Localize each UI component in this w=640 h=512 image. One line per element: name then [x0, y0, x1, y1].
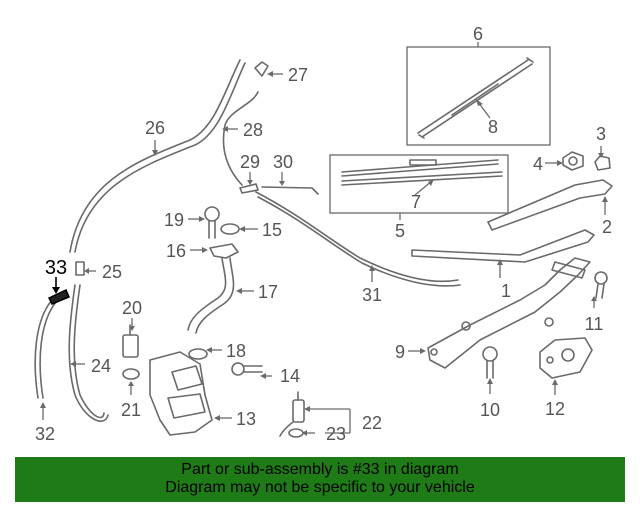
callout-28: 28 — [243, 120, 263, 140]
callout-17: 17 — [258, 282, 278, 302]
reservoir-13 — [149, 351, 232, 436]
washer-hose-26 — [69, 59, 246, 253]
joint-29 — [239, 172, 259, 194]
joint-25 — [75, 261, 96, 276]
callout-26: 26 — [145, 118, 165, 138]
wiper-blade-passenger — [417, 57, 534, 139]
washer-hose-24 — [68, 284, 109, 422]
callout-4: 4 — [533, 154, 543, 174]
wiper-cap-3 — [594, 146, 611, 171]
callout-32: 32 — [35, 424, 55, 444]
callout-11: 11 — [585, 314, 604, 334]
inlet-16 — [190, 243, 239, 259]
callout-16: 16 — [166, 241, 186, 261]
hose-31 — [255, 191, 461, 287]
hose-28 — [222, 91, 259, 186]
ring-23 — [288, 428, 315, 438]
callout-31: 31 — [362, 285, 382, 305]
callout-19: 19 — [164, 210, 184, 230]
hose-30 — [261, 172, 319, 195]
wiper-arm-2 — [487, 179, 613, 231]
banner-line-2: Diagram may not be specific to your vehi… — [165, 479, 475, 496]
callout-8: 8 — [488, 117, 498, 137]
callout-5: 5 — [395, 221, 405, 241]
callout-14: 14 — [280, 366, 300, 386]
callout-1: 1 — [501, 281, 511, 301]
callout-12: 12 — [545, 399, 565, 419]
callout-29: 29 — [240, 152, 260, 172]
bolt-10 — [482, 346, 498, 394]
callout-27: 27 — [288, 65, 308, 85]
wiper-blade-group-5 — [329, 154, 509, 220]
callout-23: 23 — [326, 424, 346, 444]
callout-24: 24 — [91, 356, 111, 376]
group-box-5 — [329, 154, 509, 214]
banner-line-1: Part or sub-assembly is #33 in diagram — [181, 461, 459, 478]
callout-10: 10 — [480, 400, 500, 420]
fitment-banner: Part or sub-assembly is #33 in diagram D… — [15, 457, 625, 502]
wiper-blade-driver-upper — [341, 159, 499, 177]
wiper-motor-12 — [539, 337, 593, 395]
callout-25: 25 — [102, 262, 122, 282]
wiper-linkage-9 — [408, 257, 591, 369]
callout-18: 18 — [226, 341, 246, 361]
ring-18 — [188, 347, 222, 360]
connector-33 — [47, 277, 70, 305]
callout-13: 13 — [236, 409, 256, 429]
callout-20: 20 — [122, 298, 142, 318]
washer-hose-32 — [34, 299, 57, 420]
bolt-19 — [188, 206, 220, 239]
callout-2: 2 — [602, 217, 612, 237]
group-box-6 — [406, 46, 551, 146]
grommet-21 — [122, 368, 140, 395]
joint-27 — [254, 61, 283, 77]
callout-30: 30 — [273, 152, 293, 172]
callout-6: 6 — [473, 24, 483, 44]
wiper-nut-4 — [545, 151, 584, 171]
wiper-arm-1 — [411, 229, 595, 278]
wiper-blade-group-6 — [406, 42, 551, 146]
parts-diagram: 1 2 3 4 5 6 7 8 9 10 11 12 13 14 15 16 1… — [34, 24, 613, 444]
callout-22: 22 — [362, 413, 382, 433]
callout-3: 3 — [596, 124, 606, 144]
ring-15 — [220, 223, 258, 235]
pump-20 — [122, 318, 139, 358]
level-sensor-22 — [279, 391, 351, 437]
bolt-14 — [231, 362, 272, 379]
callout-33-highlighted: 33 — [45, 257, 67, 279]
callout-9: 9 — [395, 342, 405, 362]
callout-21: 21 — [121, 400, 141, 420]
bolt-11 — [591, 271, 608, 308]
filler-neck-17 — [187, 257, 254, 334]
callout-7: 7 — [411, 192, 421, 212]
callout-15: 15 — [262, 220, 282, 240]
wiper-blade-driver-lower — [341, 171, 503, 186]
